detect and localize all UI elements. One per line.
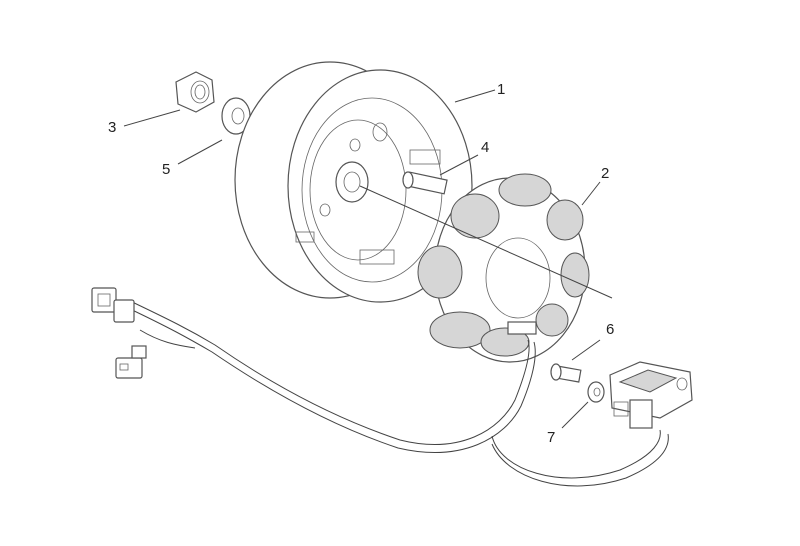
stator-part	[417, 173, 590, 363]
axis-line	[359, 185, 613, 299]
socket-connector	[115, 345, 147, 379]
flywheel-rotor-part	[234, 61, 473, 303]
screw-part	[550, 363, 582, 383]
nut-part	[175, 71, 215, 113]
callout-5: 5	[162, 161, 171, 178]
callout-7: 7	[547, 429, 556, 446]
washer-part	[221, 97, 251, 135]
callout-4: 4	[481, 139, 490, 156]
callout-1: 1	[497, 81, 506, 98]
leader-lines	[123, 89, 601, 429]
callout-6: 6	[606, 321, 615, 338]
callout-3: 3	[108, 119, 117, 136]
wire-harness-part	[127, 299, 669, 487]
pickup-coil-part	[609, 361, 693, 429]
callout-2: 2	[601, 165, 610, 182]
bolt-part	[402, 171, 448, 195]
plug-connector	[91, 287, 135, 323]
small-washer-part	[587, 381, 605, 403]
